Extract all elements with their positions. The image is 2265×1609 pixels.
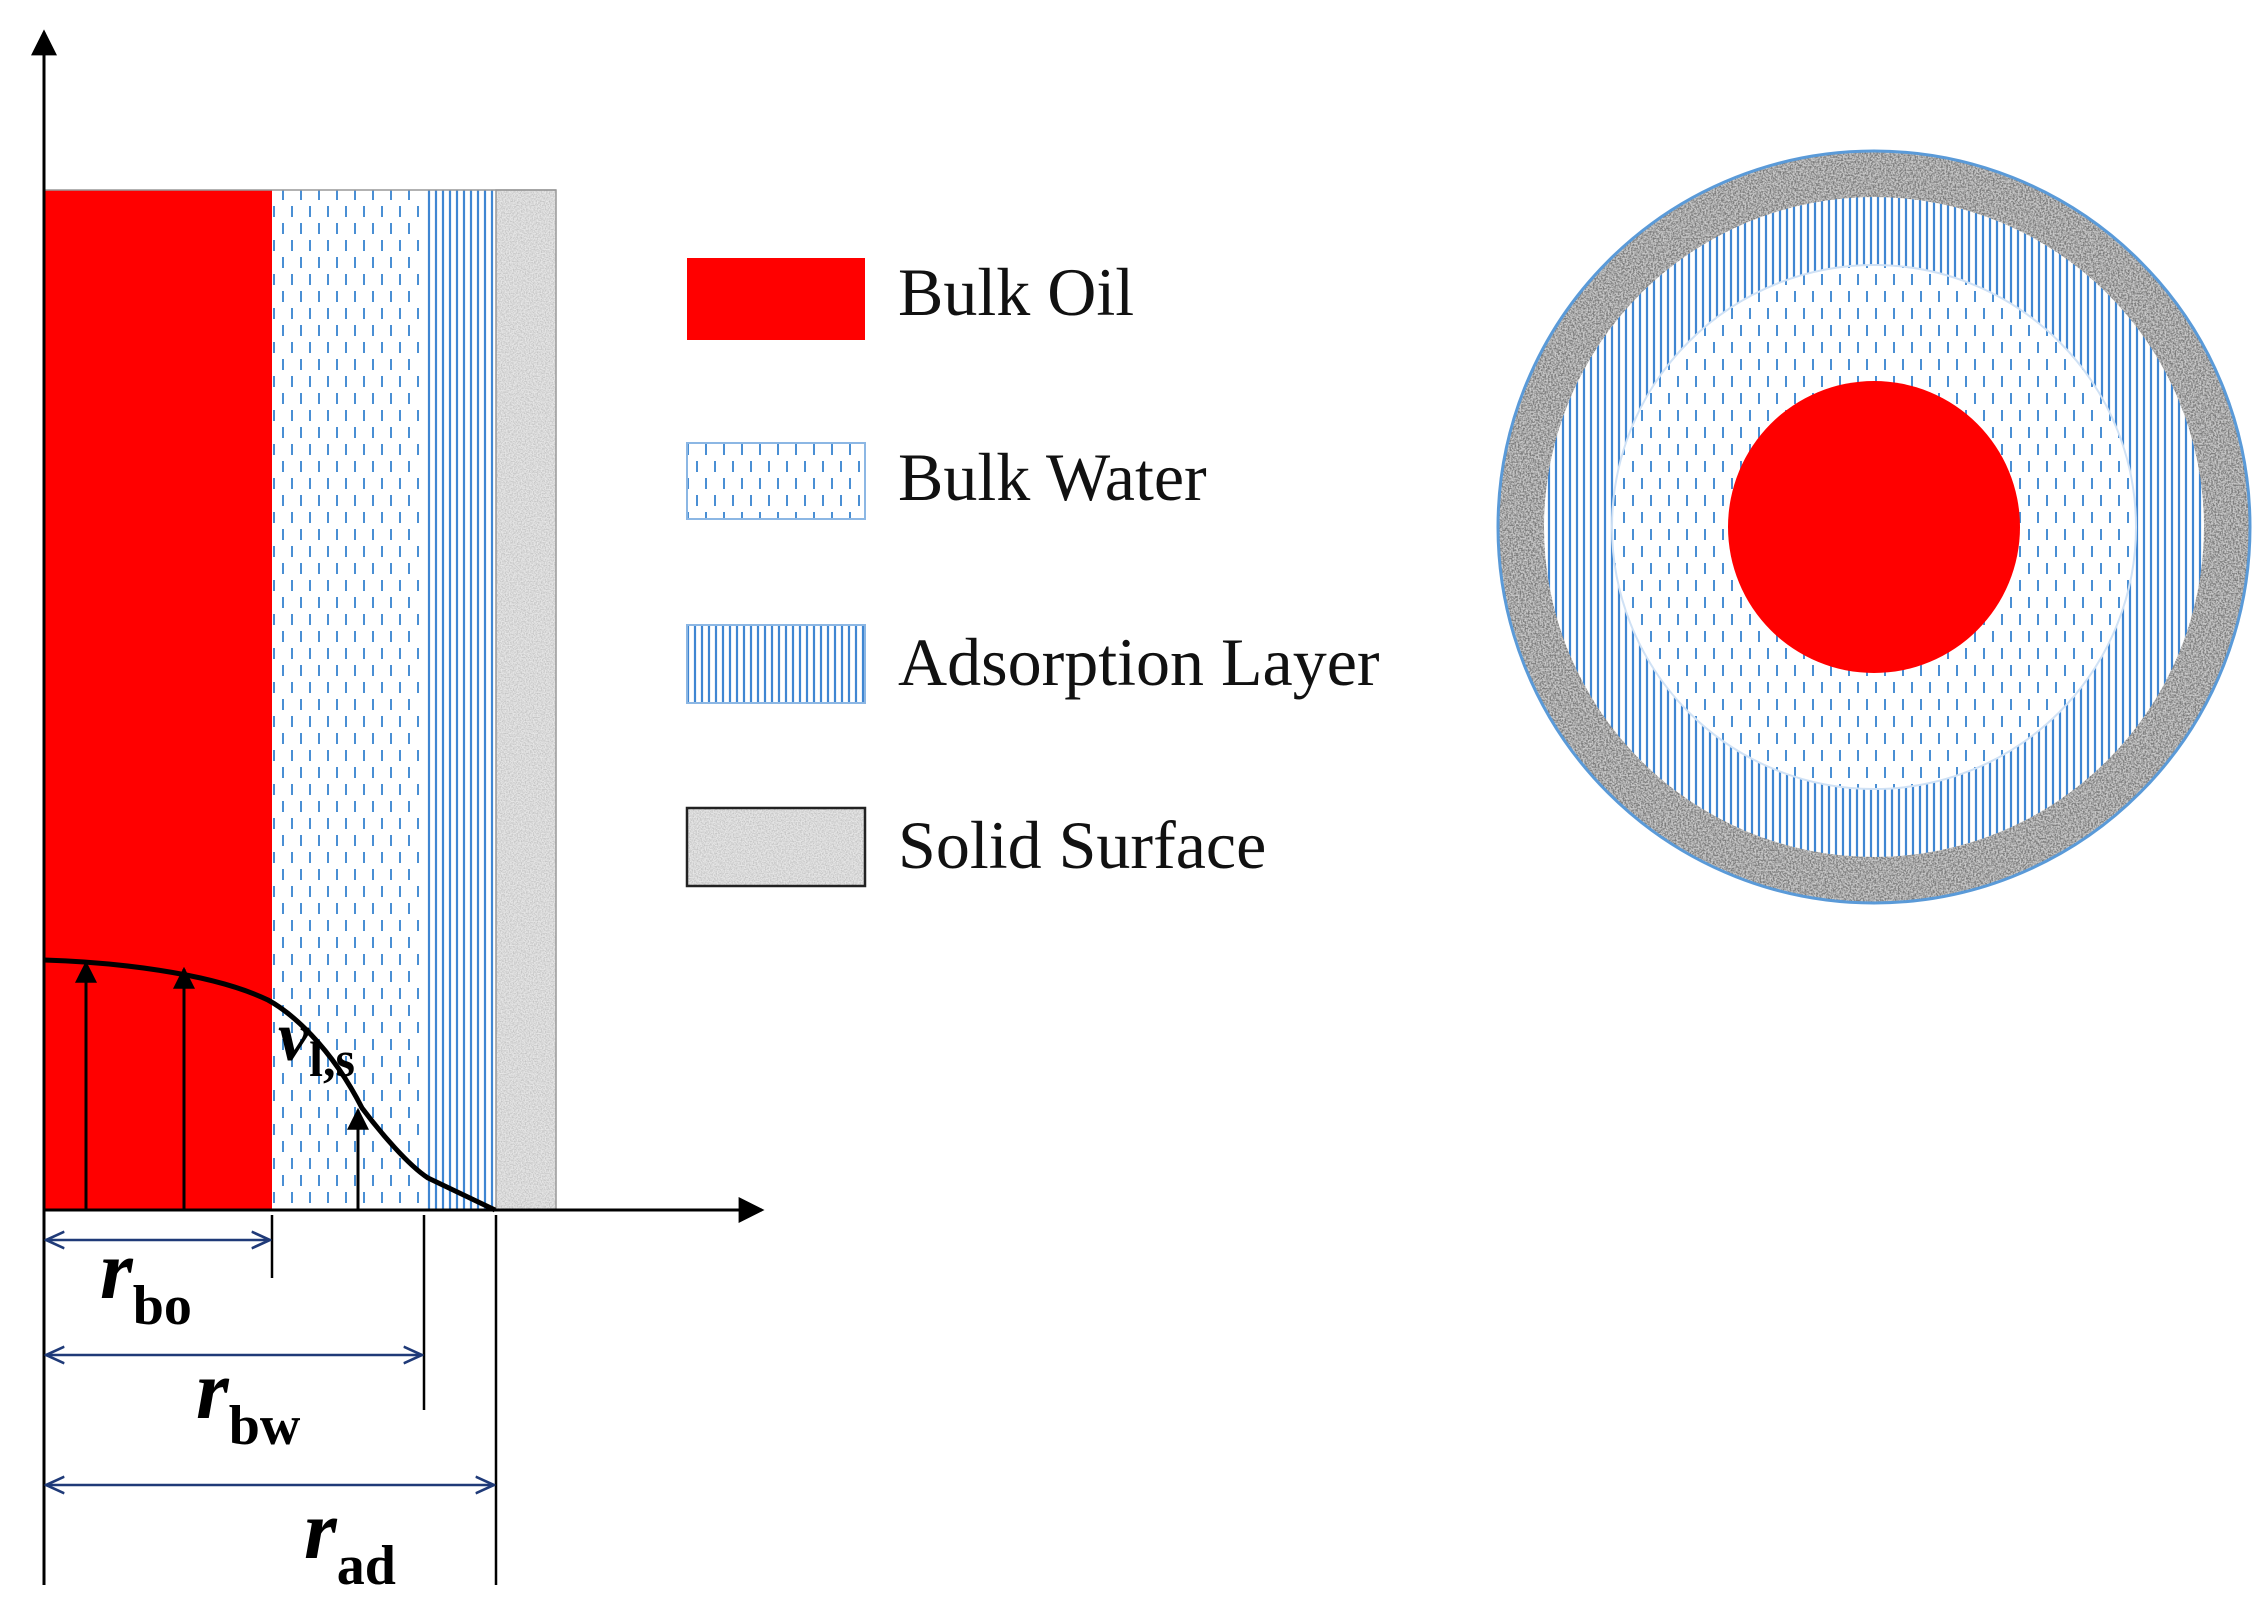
velocity-subscript: l,s: [309, 1031, 355, 1087]
velocity-label: vl,s: [278, 999, 355, 1087]
legend-swatch-bulk-water: [686, 442, 866, 520]
legend-swatch-solid: [687, 808, 865, 886]
bulk-water-ring-edge: [1611, 264, 2137, 790]
legend: Bulk Oil Bulk Water Adsorption Layer Sol…: [685, 254, 1380, 888]
pore-cross-section: [1496, 149, 2252, 905]
legend-swatch-bulk-oil: [687, 258, 865, 340]
legend-label-bulk-water: Bulk Water: [898, 439, 1207, 515]
legend-swatch-adsorption: [686, 624, 866, 704]
legend-label-solid: Solid Surface: [898, 807, 1266, 883]
bulk-water-region: [272, 190, 424, 1210]
rad-subscript: ad: [337, 1535, 396, 1597]
legend-label-adsorption: Adsorption Layer: [898, 624, 1380, 700]
rbw-subscript: bw: [229, 1395, 301, 1457]
legend-label-bulk-oil: Bulk Oil: [898, 254, 1134, 330]
rbw-label: rbw: [196, 1344, 301, 1457]
bulk-oil-core: [1728, 381, 2020, 673]
bulk-oil-region: [44, 190, 272, 1210]
legend-swatch-solid-border: [685, 806, 867, 888]
rad-label: rad: [304, 1484, 396, 1597]
outer-ring-border: [1496, 149, 2252, 905]
rbo-label: rbo: [100, 1224, 192, 1337]
velocity-profile-curve: [43, 957, 497, 1213]
adsorption-layer-region: [424, 190, 496, 1210]
rad-symbol: r: [304, 1484, 338, 1577]
solid-surface-region: [496, 190, 556, 1210]
rbw-symbol: r: [196, 1344, 230, 1437]
velocity-symbol: v: [278, 999, 310, 1076]
rbo-symbol: r: [100, 1224, 134, 1317]
channel-section: [44, 189, 557, 1211]
rbo-subscript: bo: [133, 1275, 192, 1337]
